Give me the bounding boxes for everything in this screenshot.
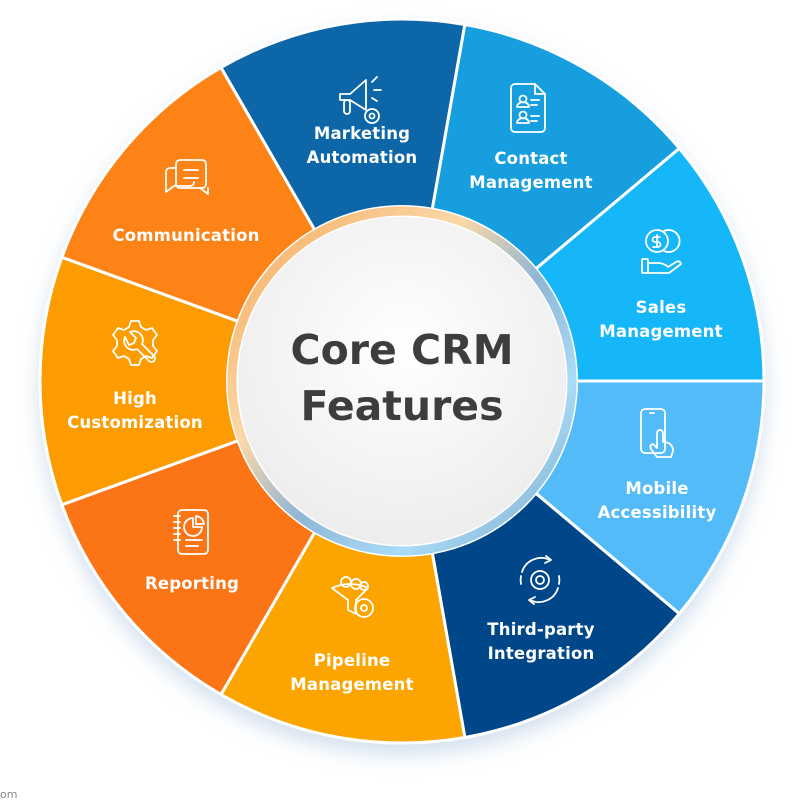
- chat-bubbles-icon: [165, 159, 209, 195]
- center-title-line1: Core CRM: [290, 326, 513, 374]
- segment-label-line1: Communication: [112, 226, 259, 245]
- megaphone-gear-icon: [339, 76, 382, 124]
- center-gradient-ring: [227, 206, 577, 556]
- phone-tap-icon: [640, 408, 674, 458]
- segment-label-line1: Third-party: [487, 620, 594, 639]
- coins-hand-icon: [641, 229, 682, 274]
- segment-content-reporting: Reporting: [145, 509, 239, 593]
- segment-label-line2: Customization: [67, 413, 203, 432]
- footer-text: om: [0, 788, 18, 801]
- segment-label-line2: Automation: [307, 148, 418, 167]
- segment-content-communication: Communication: [112, 159, 259, 245]
- contact-document-icon: [510, 83, 546, 133]
- gear-wrench-icon: [112, 320, 158, 366]
- segments-group: [38, 17, 766, 745]
- segment-label-line1: High: [113, 389, 157, 408]
- report-notebook-icon: [173, 509, 209, 555]
- funnel-gear-icon: [331, 576, 374, 618]
- segment-label-line2: Management: [290, 675, 413, 694]
- segment-label-line2: Integration: [488, 644, 595, 663]
- segment-label-line1: Contact: [494, 149, 567, 168]
- segment-label-line2: Management: [599, 322, 722, 341]
- segment-label-line1: Sales: [636, 298, 687, 317]
- segment-label-line1: Marketing: [314, 124, 410, 143]
- center-disc: [238, 217, 566, 545]
- gear-cycle-icon: [519, 555, 561, 605]
- segment-label-line1: Mobile: [625, 479, 688, 498]
- segment-label-line2: Accessibility: [598, 503, 717, 522]
- segment-label-line2: Management: [469, 173, 592, 192]
- center-title-line2: Features: [300, 382, 503, 430]
- segment-label-line1: Pipeline: [314, 651, 391, 670]
- segment-label-line1: Reporting: [145, 574, 239, 593]
